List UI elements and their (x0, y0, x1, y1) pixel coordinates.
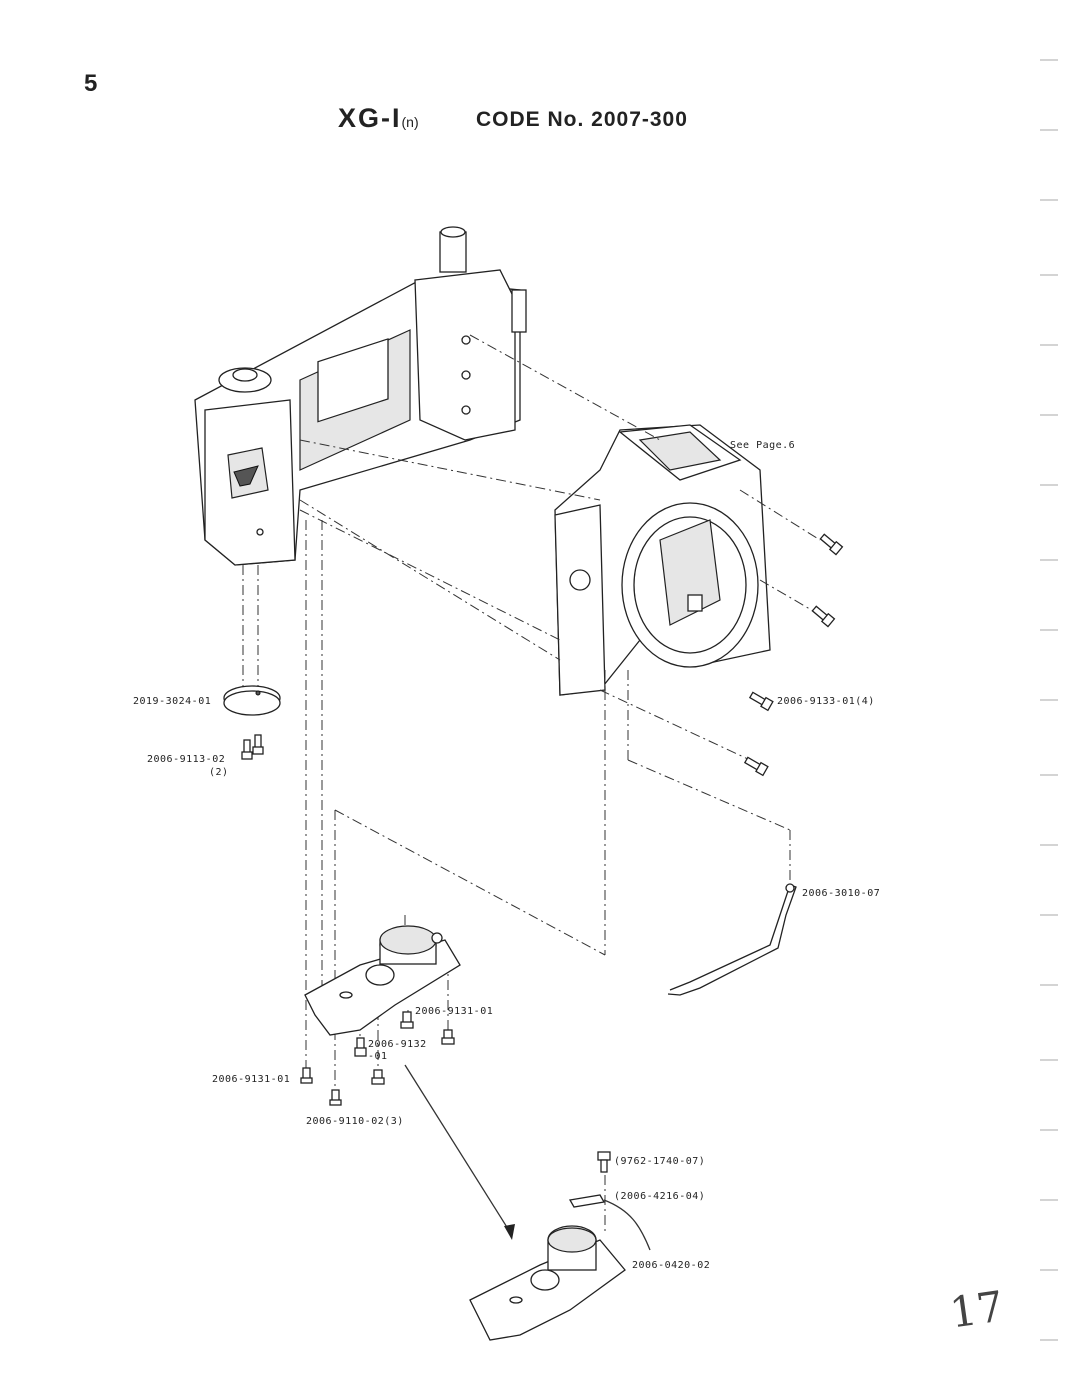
part-label: (9762-1740-07) (614, 1156, 706, 1167)
motor-plate-upper (304, 925, 461, 1036)
screw-icon (441, 1029, 455, 1045)
screws (241, 533, 844, 1173)
screw-icon (597, 1151, 611, 1173)
part-label: 2006-9132 (368, 1039, 427, 1050)
model-name: XG-I (338, 103, 402, 133)
model-suffix: (n) (401, 114, 419, 130)
page-number: 5 (84, 70, 98, 97)
part-label: 2006-9133-01(4) (777, 696, 875, 707)
screw-icon (371, 1069, 385, 1085)
mirror-box (554, 424, 771, 696)
part-label: 2019-3024-01 (133, 696, 212, 707)
page-title: XG-I(n) (338, 103, 419, 134)
part-quantity: (2) (209, 767, 229, 778)
part-label: 2006-9131-01 (212, 1074, 291, 1085)
screw-icon (300, 1067, 313, 1084)
part-label: 2006-3010-07 (802, 888, 881, 899)
margin-ticks (1040, 59, 1058, 1341)
screw-icon (241, 739, 253, 760)
screw-icon (329, 1089, 342, 1106)
lever-part (667, 883, 797, 996)
part-label: 2006-9131-01 (415, 1006, 494, 1017)
screw-icon (743, 756, 769, 777)
camera-chassis (194, 226, 527, 566)
part-label: 2006-9113-02 (147, 754, 226, 765)
screw-icon (819, 533, 844, 556)
part-label-suffix: -01 (368, 1051, 388, 1062)
part-label: 2006-0420-02 (632, 1260, 711, 1271)
part-label: 2006-9110-02(3) (306, 1116, 404, 1127)
code-number: CODE No. 2007-300 (476, 108, 688, 131)
screw-icon (811, 605, 836, 628)
screw-icon (354, 1037, 367, 1057)
motor-plate-lower (469, 1194, 651, 1341)
part-label: (2006-4216-04) (614, 1191, 706, 1202)
screw-icon (252, 734, 264, 755)
assembly-arrow (404, 1064, 515, 1240)
disc-part (223, 685, 281, 716)
handwritten-number: 17 (946, 1281, 1007, 1338)
screw-icon (400, 1011, 414, 1029)
screw-icon (748, 691, 774, 712)
see-page-note: See Page.6 (730, 440, 796, 451)
